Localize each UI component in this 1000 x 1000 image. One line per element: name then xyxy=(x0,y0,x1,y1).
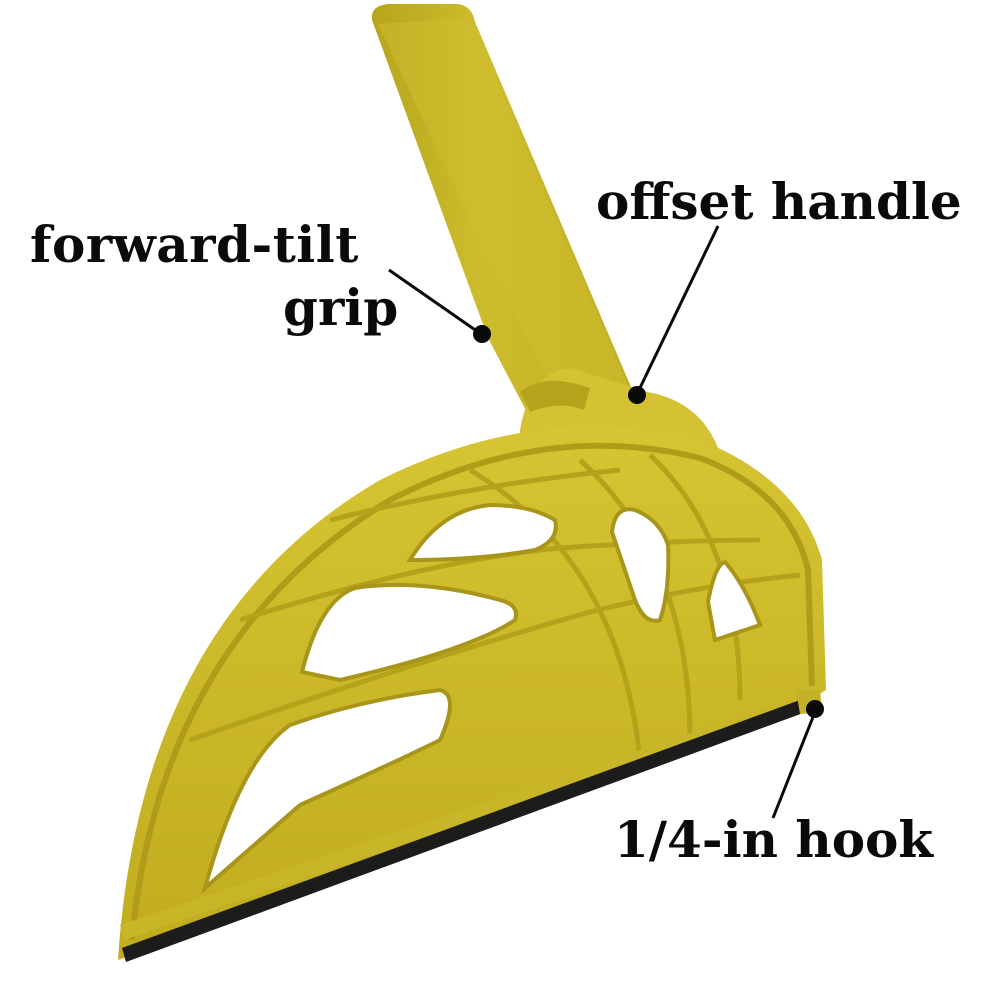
quarter-inch-hook xyxy=(796,690,822,714)
label-grip: grip xyxy=(283,278,399,337)
label-forward-tilt: forward-tilt xyxy=(30,215,359,274)
handle xyxy=(371,4,640,418)
label-hook: 1/4-in hook xyxy=(614,810,934,869)
semicircle-base xyxy=(118,426,826,962)
label-offset-handle: offset handle xyxy=(596,172,962,231)
